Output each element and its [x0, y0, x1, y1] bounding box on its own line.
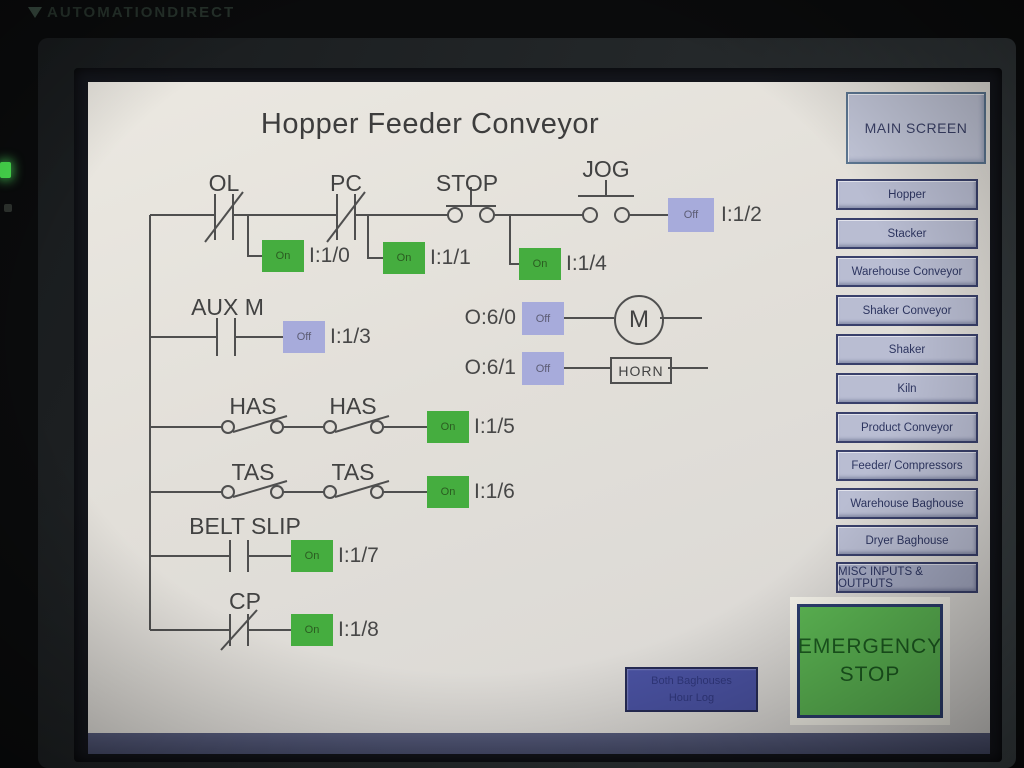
- screen-bottom-bar: [88, 733, 990, 754]
- contact-label-belt-slip: BELT SLIP: [189, 513, 301, 539]
- sidebar-item-warehouse-baghouse[interactable]: Warehouse Baghouse: [836, 488, 978, 519]
- both-baghouses-hour-log-button[interactable]: Both Baghouses Hour Log: [625, 667, 758, 712]
- contact-label-ol: OL: [208, 170, 240, 196]
- indicator-i16: On: [427, 476, 469, 508]
- main-screen-button[interactable]: MAIN SCREEN: [846, 92, 986, 164]
- address-i16: I:1/6: [474, 480, 515, 503]
- sidebar-item-product-conveyor[interactable]: Product Conveyor: [836, 412, 978, 443]
- brand-logo-icon: [28, 7, 42, 18]
- address-i18: I:1/8: [338, 618, 379, 641]
- contact-label-aux-m: AUX M: [191, 294, 264, 320]
- indicator-o61: Off: [522, 352, 564, 385]
- indicator-i10: On: [262, 240, 304, 272]
- sidebar-item-shaker[interactable]: Shaker: [836, 334, 978, 365]
- sidebar-item-shaker-conveyor[interactable]: Shaker Conveyor: [836, 295, 978, 326]
- indicator-i11: On: [383, 242, 425, 274]
- indicator-i13: Off: [283, 321, 325, 353]
- indicator-i18: On: [291, 614, 333, 646]
- brand-text: AUTOMATIONDIRECT: [47, 4, 236, 21]
- sidebar-item-stacker[interactable]: Stacker: [836, 218, 978, 249]
- indicator-i14: On: [519, 248, 561, 280]
- indicator-i15: On: [427, 411, 469, 443]
- indicator-i17: On: [291, 540, 333, 572]
- horn-symbol: HORN: [610, 357, 672, 384]
- address-i10: I:1/0: [309, 244, 350, 267]
- address-i15: I:1/5: [474, 415, 515, 438]
- address-o60: O:6/0: [464, 306, 516, 329]
- address-i14: I:1/4: [566, 252, 607, 275]
- emergency-stop-line1: EMERGENCY: [797, 634, 943, 658]
- sidebar-item-kiln[interactable]: Kiln: [836, 373, 978, 404]
- emergency-stop-frame: EMERGENCY STOP: [790, 597, 950, 725]
- monitor-brand: AUTOMATIONDIRECT: [28, 4, 235, 21]
- address-i13: I:1/3: [330, 325, 371, 348]
- contact-label-has-1: HAS: [229, 393, 277, 419]
- sidebar-item-hopper[interactable]: Hopper: [836, 179, 978, 210]
- contact-label-tas-1: TAS: [231, 459, 275, 485]
- page-title: Hopper Feeder Conveyor: [260, 108, 600, 140]
- baghouse-button-line1: Both Baghouses: [651, 675, 732, 687]
- contact-label-tas-2: TAS: [331, 459, 375, 485]
- sidebar-item-warehouse-conveyor[interactable]: Warehouse Conveyor: [836, 256, 978, 287]
- indicator-o60: Off: [522, 302, 564, 335]
- address-i12: I:1/2: [721, 203, 762, 226]
- emergency-stop-button[interactable]: EMERGENCY STOP: [797, 604, 943, 718]
- contact-label-stop: STOP: [435, 170, 499, 196]
- contact-label-cp: CP: [229, 588, 261, 614]
- bezel-button-dot: [4, 204, 12, 212]
- indicator-i12: Off: [668, 198, 714, 232]
- power-led-indicator: [0, 162, 11, 178]
- address-i17: I:1/7: [338, 544, 379, 567]
- contact-label-jog: JOG: [582, 156, 630, 182]
- emergency-stop-line2: STOP: [839, 663, 901, 686]
- address-o61: O:6/1: [464, 356, 516, 379]
- sidebar-item-dryer-baghouse[interactable]: Dryer Baghouse: [836, 525, 978, 556]
- address-i11: I:1/1: [430, 246, 471, 269]
- sidebar-item-feeder-compressors[interactable]: Feeder/ Compressors: [836, 450, 978, 481]
- contact-label-pc: PC: [330, 170, 362, 196]
- contact-label-has-2: HAS: [329, 393, 377, 419]
- motor-symbol: M: [614, 295, 664, 345]
- sidebar-item-misc-inputs-outputs[interactable]: MISC INPUTS & OUTPUTS: [836, 562, 978, 593]
- baghouse-button-line2: Hour Log: [668, 691, 715, 704]
